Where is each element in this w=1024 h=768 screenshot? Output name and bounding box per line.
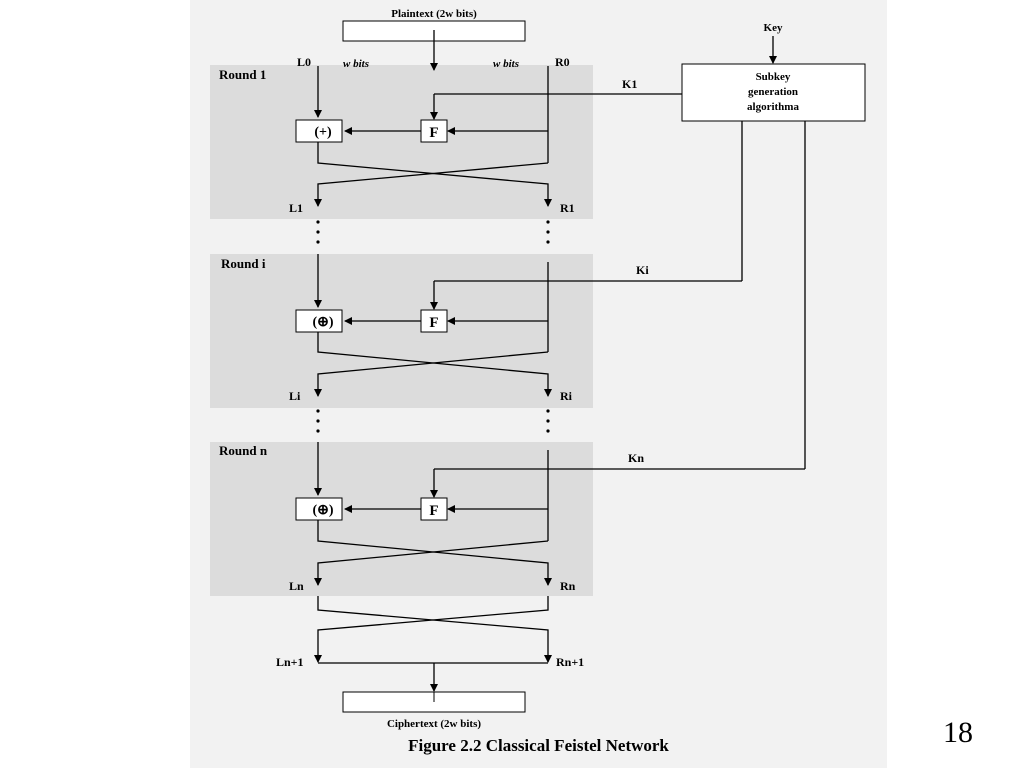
li-label: Li bbox=[289, 389, 301, 403]
round-1-background bbox=[210, 65, 593, 219]
round-i-xor-symbol: (⊕) bbox=[312, 315, 333, 330]
subkey-line-1: Subkey bbox=[756, 71, 791, 83]
round-1-title: Round 1 bbox=[219, 67, 266, 82]
round-1-xor-box bbox=[295, 119, 343, 143]
subkey-line-2: generation bbox=[748, 86, 798, 98]
round-n-cross-right bbox=[314, 540, 549, 586]
r1-label: R1 bbox=[560, 201, 575, 215]
round-i-background bbox=[210, 254, 593, 408]
continuation-dots-1 bbox=[316, 220, 550, 244]
final-swap-right bbox=[314, 596, 549, 663]
ln-label: Ln bbox=[289, 579, 304, 593]
ri-label: Ri bbox=[560, 389, 573, 403]
w-bits-right-label: w bits bbox=[493, 58, 519, 70]
round-1-xor-symbol: (+) bbox=[314, 125, 332, 140]
round-1-key-label: K1 bbox=[622, 77, 637, 91]
w-bits-left-label: w bits bbox=[343, 58, 369, 70]
plaintext-label: Plaintext (2w bits) bbox=[391, 8, 477, 20]
round-n-f-label: F bbox=[429, 503, 438, 519]
subkey-line-3: algorithma bbox=[747, 101, 799, 113]
l1-label: L1 bbox=[289, 201, 303, 215]
ln1-label: Ln+1 bbox=[276, 655, 304, 669]
round-n-xor-box bbox=[295, 497, 343, 521]
round-i-cross-right bbox=[314, 351, 549, 397]
figure-caption: Figure 2.2 Classical Feistel Network bbox=[408, 736, 669, 755]
continuation-dots-2 bbox=[316, 409, 550, 433]
page-number: 18 bbox=[943, 716, 973, 749]
final-swap-left bbox=[317, 596, 552, 663]
ciphertext-label: Ciphertext (2w bits) bbox=[387, 718, 481, 730]
round-i-title: Round i bbox=[221, 256, 266, 271]
round-1-f-label: F bbox=[429, 125, 438, 141]
l0-label: L0 bbox=[297, 55, 311, 69]
key-label: Key bbox=[764, 22, 783, 34]
round-i-f-label: F bbox=[429, 315, 438, 331]
round-1-cross-right bbox=[314, 162, 549, 207]
subkey-generation-box bbox=[681, 63, 866, 122]
round-n-key-label: Kn bbox=[628, 451, 644, 465]
round-n-xor-symbol: (⊕) bbox=[312, 503, 333, 518]
round-n-background bbox=[210, 442, 593, 596]
rn1-label: Rn+1 bbox=[556, 655, 584, 669]
round-i-key-label: Ki bbox=[636, 263, 649, 277]
round-n-title: Round n bbox=[219, 443, 268, 458]
round-i-xor-box bbox=[295, 309, 343, 333]
rn-label: Rn bbox=[560, 579, 576, 593]
r0-label: R0 bbox=[555, 55, 570, 69]
